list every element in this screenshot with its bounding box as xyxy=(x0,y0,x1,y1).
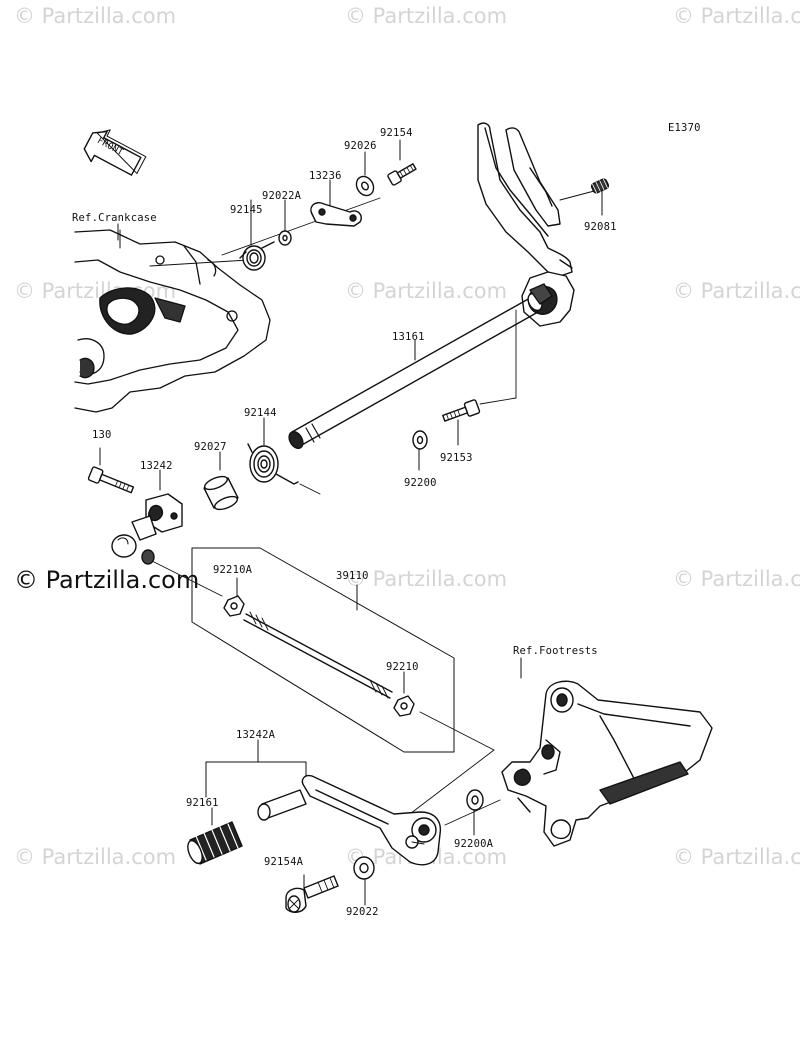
part-label: 92153 xyxy=(440,452,473,464)
spring-92144 xyxy=(247,443,299,485)
watermark-main: © Partzilla.com xyxy=(14,566,200,594)
bolt-92154A xyxy=(285,875,339,913)
shift-drum-arm xyxy=(477,122,575,327)
bolt-92154 xyxy=(387,163,417,186)
part-label: 92145 xyxy=(230,204,263,216)
part-label: 92081 xyxy=(584,221,617,233)
part-label: 92210A xyxy=(213,564,253,576)
bolt-130 xyxy=(87,466,135,494)
washer-92026 xyxy=(355,175,375,197)
watermark: © Partzilla.com xyxy=(673,279,800,303)
part-label: 92161 xyxy=(186,797,219,809)
watermark: © Partzilla.com xyxy=(14,4,177,28)
part-label: 92144 xyxy=(244,407,277,419)
part-label: 92154 xyxy=(380,127,413,139)
washer-92022 xyxy=(353,856,375,880)
collar-92027 xyxy=(203,475,239,511)
part-label: 130 xyxy=(92,429,112,441)
watermark: © Partzilla.com xyxy=(673,845,800,869)
tie-rod-39110 xyxy=(243,611,393,699)
washer-92200A xyxy=(466,789,484,811)
link-plate-13236 xyxy=(310,202,362,227)
part-label: 92210 xyxy=(386,661,419,673)
front-arrow-icon xyxy=(83,129,147,176)
part-label: 92022 xyxy=(346,906,379,918)
ref-footrests-label: Ref.Footrests xyxy=(513,645,598,657)
nut-92210A xyxy=(223,595,245,617)
part-label: 39110 xyxy=(336,570,369,582)
bolt-92153 xyxy=(442,399,481,422)
rod-frame xyxy=(191,547,455,753)
assembly-lines xyxy=(149,197,517,826)
diagram-code: E1370 xyxy=(668,122,701,134)
ref-crankcase-label: Ref.Crankcase xyxy=(72,212,157,224)
crankcase-ref xyxy=(74,229,271,413)
part-label: 92200A xyxy=(454,838,494,850)
washer-92200 xyxy=(412,430,428,450)
watermark: © Partzilla.com xyxy=(345,567,508,591)
part-label: 92026 xyxy=(344,140,377,152)
part-label: 92200 xyxy=(404,477,437,489)
shift-lever-13242 xyxy=(111,493,183,565)
shift-pedal-13242A xyxy=(257,774,442,866)
shift-shaft xyxy=(288,283,553,450)
watermark: © Partzilla.com xyxy=(673,567,800,591)
part-label: 13236 xyxy=(309,170,342,182)
watermark: © Partzilla.com xyxy=(345,279,508,303)
watermark: © Partzilla.com xyxy=(673,4,800,28)
part-label: 92154A xyxy=(264,856,304,868)
watermark: © Partzilla.com xyxy=(14,845,177,869)
part-label: 92027 xyxy=(194,441,227,453)
part-label: 13161 xyxy=(392,331,425,343)
part-label: 92022A xyxy=(262,190,302,202)
leader-lines xyxy=(99,139,603,906)
footrest-bracket-ref xyxy=(501,680,713,847)
spring-92145 xyxy=(239,241,275,271)
part-label: 13242A xyxy=(236,729,276,741)
nut-92210 xyxy=(393,695,415,717)
spring-pin xyxy=(590,178,610,194)
part-label: 13242 xyxy=(140,460,173,472)
rubber-92161 xyxy=(187,821,243,865)
washer-92022A xyxy=(278,230,292,246)
watermark: © Partzilla.com xyxy=(345,4,508,28)
